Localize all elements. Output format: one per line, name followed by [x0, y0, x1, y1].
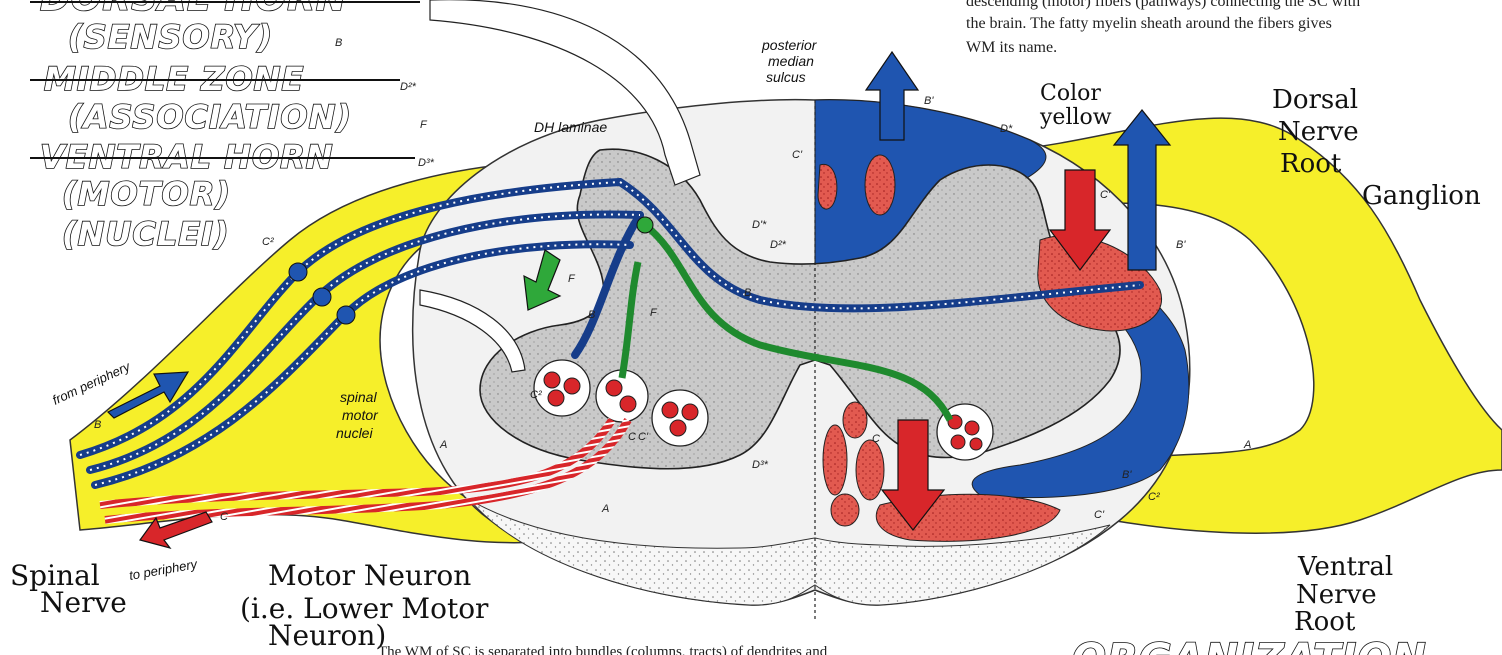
ventral-root-2: Nerve: [1296, 580, 1377, 610]
label-c1-bottom: C': [1094, 509, 1105, 521]
motor-nucleus-3: [652, 390, 708, 446]
label-c-nucleus: C: [628, 431, 636, 443]
label-a-left: A: [439, 439, 447, 451]
label-c-left: C: [220, 511, 228, 523]
spinal-motor-label-2: motor: [342, 407, 379, 423]
motor-title: (MOTOR): [62, 175, 231, 213]
label-c1-right: C': [1100, 189, 1111, 201]
spinal-nerve-2: Nerve: [40, 586, 127, 619]
label-c-right: C: [872, 433, 880, 445]
nuclei-mark: C²: [262, 236, 274, 248]
label-b-gm2: B: [588, 309, 595, 321]
association-title: (ASSOCIATION): [68, 98, 352, 136]
label-c2-nucleus: C²: [530, 389, 542, 401]
red-ventral-bundle-3: [843, 402, 867, 438]
intro-line-3: WM its name.: [966, 39, 1057, 56]
nuclei-title: (NUCLEI): [62, 215, 230, 253]
red-ventral-bundle-2: [856, 440, 884, 500]
dh-laminae-label: DH laminae: [534, 119, 607, 135]
label-c2-bottom: C²: [1148, 491, 1160, 503]
footer-text: The WM of SC is separated into bundles (…: [378, 644, 828, 655]
ventral-root-3: Root: [1294, 607, 1356, 637]
color-yellow-2: yellow: [1039, 105, 1112, 130]
intro-line-1: descending (motor) fibers (pathways) con…: [966, 0, 1360, 10]
label-c1-nucleus: C': [638, 431, 649, 443]
posterior-label-2: median: [768, 53, 814, 69]
label-b1-top: B': [924, 95, 934, 107]
motor-neuron-1: Motor Neuron: [268, 559, 471, 592]
intro-line-2: the brain. The fatty myelin sheath aroun…: [966, 15, 1332, 32]
ganglion-cell-3: [337, 306, 355, 324]
ganglion-cell-1: [289, 263, 307, 281]
posterior-label-3: sulcus: [766, 69, 806, 85]
dorsal-root-3: Root: [1280, 149, 1342, 179]
spinal-motor-label-3: nuclei: [336, 425, 373, 441]
sensory-mark: B: [335, 37, 342, 49]
middle-zone-mark: D²*: [400, 81, 417, 93]
label-b-gm: B: [744, 287, 751, 299]
red-ventral-bundle-4: [831, 494, 859, 526]
to-periphery-label: to periphery: [128, 556, 200, 583]
red-posterior-tract-2: [865, 155, 895, 215]
label-c1-top: C': [792, 149, 803, 161]
label-d1: D'*: [752, 219, 767, 231]
ventral-root-1: Ventral: [1297, 552, 1393, 582]
dorsal-root-1: Dorsal: [1272, 85, 1358, 115]
spinal-motor-label-1: spinal: [340, 389, 377, 405]
posterior-label-1: posterior: [761, 37, 818, 53]
label-b1-right: B': [1176, 239, 1186, 251]
ventral-horn-mark: D³*: [418, 157, 435, 169]
label-a-bottom: A: [601, 503, 609, 515]
label-dstar: D*: [1000, 123, 1013, 135]
bottom-banner: ORGANIZATION: [1072, 636, 1427, 655]
association-cell: [637, 217, 653, 233]
label-a-right: A: [1243, 439, 1251, 451]
association-mark: F: [420, 119, 428, 131]
ganglion-label: Ganglion: [1362, 181, 1481, 211]
sensory-title: (SENSORY): [68, 18, 273, 56]
red-ventral-bundle-1: [823, 425, 847, 495]
color-yellow-1: Color: [1040, 81, 1101, 106]
ganglion-cell-2: [313, 288, 331, 306]
motor-nucleus-1: [534, 360, 590, 416]
label-d2: D²*: [770, 239, 787, 251]
label-b1-bottom: B': [1122, 469, 1132, 481]
intro-paragraph: descending (motor) fibers (pathways) con…: [966, 0, 1360, 56]
motor-neuron-3: Neuron): [268, 619, 386, 652]
label-d3: D³*: [752, 459, 769, 471]
dorsal-root-2: Nerve: [1278, 117, 1359, 147]
label-b-left: B: [94, 419, 101, 431]
